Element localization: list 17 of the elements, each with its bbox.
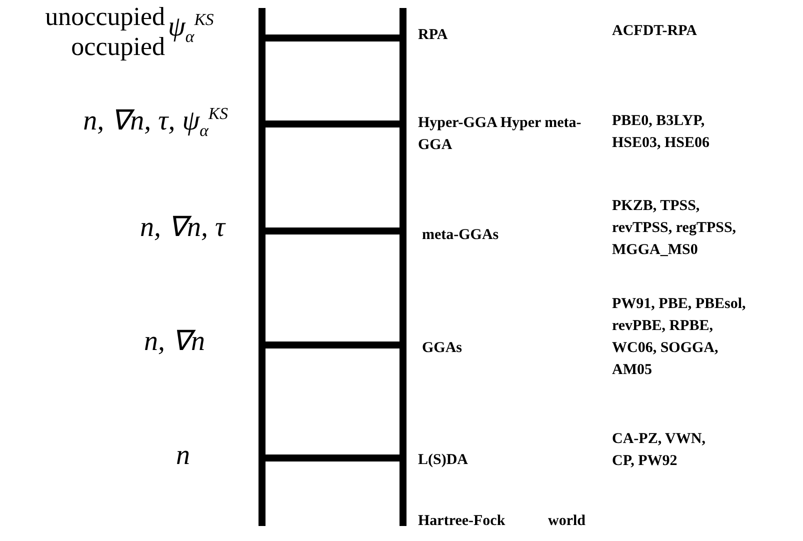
- level-label: unoccupied: [45, 2, 165, 32]
- rung-label: GGAs: [422, 339, 462, 358]
- functional-list: PKZB, TPSS, revTPSS, regTPSS, MGGA_MS0: [612, 195, 762, 261]
- math-expression: n, ∇n, τ: [140, 212, 225, 244]
- ground-label: world: [548, 512, 586, 531]
- rung-label: meta-GGAs: [422, 226, 499, 245]
- functional-list: PBE0, B3LYP, HSE03, HSE06: [612, 110, 737, 154]
- functional-list: PW91, PBE, PBEsol, revPBE, RPBE, WC06, SOGGA, AM05: [612, 293, 752, 381]
- math-expression: n: [176, 440, 190, 472]
- rung-label: Hyper-GGA Hyper meta-GGA: [418, 114, 582, 155]
- functional-list: CA-PZ, VWN, CP, PW92: [612, 428, 727, 472]
- rung-label: RPA: [418, 26, 448, 45]
- rung-label: L(S)DA: [418, 451, 468, 470]
- functional-list: ACFDT-RPA: [612, 20, 697, 42]
- level-label: occupied: [71, 32, 165, 62]
- ground-label: Hartree-Fock: [418, 512, 506, 531]
- math-expression: n, ∇n: [144, 326, 205, 358]
